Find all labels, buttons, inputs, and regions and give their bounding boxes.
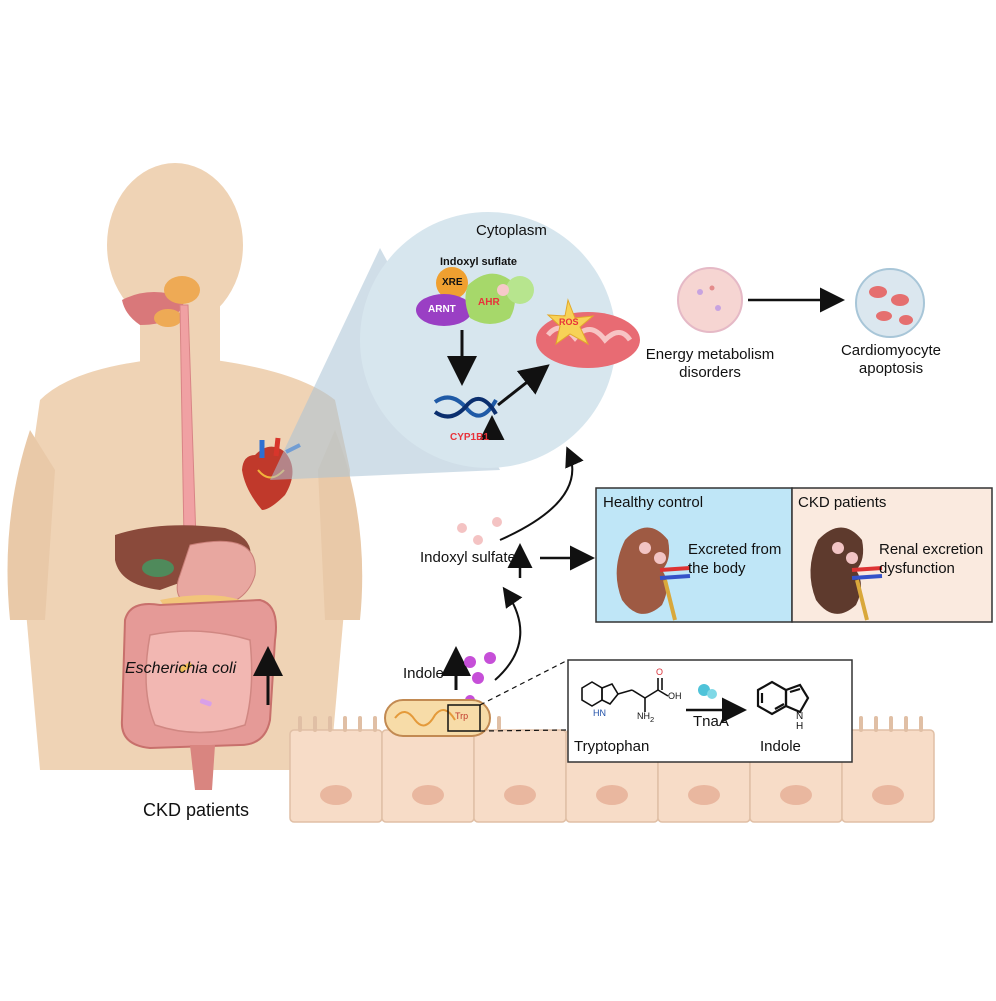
ros-label: ROS xyxy=(559,317,579,327)
arnt-label: ARNT xyxy=(428,304,456,315)
arrow-indole-to-sulfate xyxy=(494,586,523,681)
human-body-figure xyxy=(7,163,363,790)
indoxyl-sulfate-dot xyxy=(457,523,467,533)
ckd-patients-panel xyxy=(791,487,993,623)
energy-metabolism-label: Energy metabolism disorders xyxy=(640,346,780,382)
carbonyl-o-label: O xyxy=(656,667,664,677)
xre-label: XRE xyxy=(442,277,463,288)
indole-dot xyxy=(472,672,484,684)
xre-node xyxy=(436,267,468,299)
arnt-node xyxy=(416,294,472,326)
indoxyl-suflate-label: Indoxyl suflate xyxy=(440,256,518,268)
trp-label: Trp xyxy=(455,711,469,721)
energy-line-2: disorders xyxy=(679,364,741,381)
ecoli-bacterium-icon xyxy=(384,699,491,737)
indoxyl-sulfate-dot xyxy=(473,535,483,545)
tryptophan-structure xyxy=(581,678,669,712)
ckd-panel-text: Renal excretion dysfunction xyxy=(879,540,983,578)
healthy-control-panel xyxy=(595,487,793,623)
indole-nh-label: HN xyxy=(593,708,606,718)
ahr-label: AHR xyxy=(478,297,500,308)
amine-label: NH2 xyxy=(637,711,654,724)
indole-dot xyxy=(484,652,496,664)
hydroxyl-label: OH xyxy=(668,691,682,701)
indole-dot xyxy=(464,656,476,668)
cyp1b1-label: CYP1B1 xyxy=(450,432,489,443)
indole-label: Indole xyxy=(403,665,444,682)
energy-line-1: Energy metabolism xyxy=(645,346,775,363)
cardiomyocyte-apoptosis-label: Cardiomyocyte apoptosis xyxy=(826,342,956,378)
tryptophan-label: Tryptophan xyxy=(574,738,650,755)
healthy-panel-text: Excreted from the body xyxy=(688,540,781,578)
mitochondrion-icon xyxy=(536,298,640,368)
ckd-line-2: dysfunction xyxy=(879,560,955,577)
amine-nh: NH xyxy=(637,711,650,721)
tnaa-enzyme-icon xyxy=(698,684,710,696)
healthy-line-1: Excreted from xyxy=(688,541,782,558)
callout-line xyxy=(479,659,569,706)
apoptosis-line-1: Cardiomyocyte xyxy=(840,342,942,359)
tnaa-label: TnaA xyxy=(693,713,729,730)
callout-line xyxy=(479,729,569,732)
ckd-panel-title: CKD patients xyxy=(798,494,887,511)
indoxyl-sulfate-dot xyxy=(492,517,502,527)
cytoplasm-label: Cytoplasm xyxy=(476,222,547,239)
indole-product-label: Indole xyxy=(760,738,801,755)
indole-n-label: N xyxy=(796,711,804,722)
healthy-panel-title: Healthy control xyxy=(603,494,704,511)
cardiomyocyte-normal-image xyxy=(677,267,743,333)
dna-icon xyxy=(433,395,498,419)
indoxyl-sulfate-label: Indoxyl sulfate xyxy=(420,549,516,566)
amine-subscript: 2 xyxy=(650,714,655,724)
indole-structure xyxy=(756,680,810,716)
cytoplasm-zoom xyxy=(360,212,640,468)
arrow-to-cytoplasm xyxy=(499,446,584,541)
apoptosis-line-2: apoptosis xyxy=(858,360,924,377)
ckd-patients-label: CKD patients xyxy=(143,800,250,820)
cardiomyocyte-apoptosis-image xyxy=(855,268,925,338)
kidney-icon xyxy=(810,527,864,614)
tryptophan-reaction-box xyxy=(567,659,853,763)
healthy-line-2: the body xyxy=(688,560,746,577)
ckd-line-1: Renal excretion xyxy=(879,541,984,558)
trp-highlight-box xyxy=(447,704,481,732)
indole-h-label: H xyxy=(796,721,804,732)
kidney-icon xyxy=(616,527,670,614)
ecoli-label: Escherichia coli xyxy=(125,660,237,677)
